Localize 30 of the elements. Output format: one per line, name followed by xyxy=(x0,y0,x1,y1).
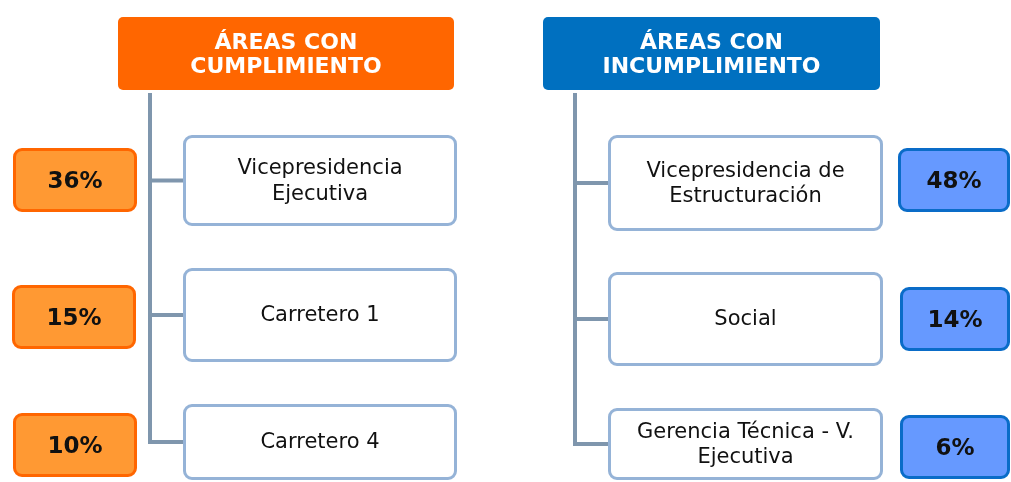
percentage-box xyxy=(900,287,1010,351)
header-text: ÁREAS CON CUMPLIMIENTO xyxy=(189,30,383,77)
area-box xyxy=(183,268,457,362)
area-name: Carretero 4 xyxy=(260,429,380,455)
percentage-box xyxy=(898,148,1010,212)
connector-line xyxy=(148,93,183,444)
area-name: Vicepresidencia de Estructuración xyxy=(645,157,846,209)
area-name: Carretero 1 xyxy=(260,302,380,328)
percentage-label: 6% xyxy=(935,434,975,460)
header-box xyxy=(118,17,454,90)
percentage-box xyxy=(13,148,137,212)
area-box xyxy=(183,135,457,226)
percentage-label: 14% xyxy=(927,306,983,332)
percentage-label: 15% xyxy=(46,304,102,330)
percentage-box xyxy=(12,285,136,349)
header-text: ÁREAS CON INCUMPLIMIENTO xyxy=(601,30,822,77)
area-box xyxy=(608,408,883,480)
percentage-box xyxy=(13,413,137,477)
percentage-label: 10% xyxy=(47,432,103,458)
percentage-box xyxy=(900,415,1010,479)
percentage-label: 36% xyxy=(47,167,103,193)
area-box xyxy=(183,404,457,480)
area-name: Gerencia Técnica - V. Ejecutiva xyxy=(635,418,856,470)
percentage-label: 48% xyxy=(926,167,982,193)
area-name: Vicepresidencia Ejecutiva xyxy=(236,155,404,206)
area-box xyxy=(608,272,883,366)
header-box xyxy=(543,17,880,90)
area-box xyxy=(608,135,883,231)
connector-line xyxy=(573,93,608,446)
area-name: Social xyxy=(714,306,777,332)
